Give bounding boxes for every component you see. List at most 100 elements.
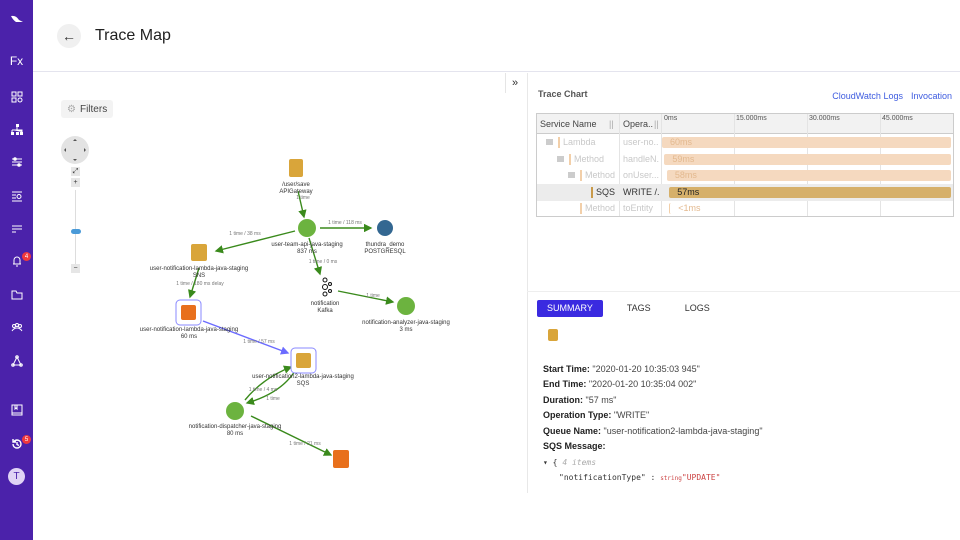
edge [308, 237, 322, 276]
span-bar[interactable]: <1ms [669, 203, 709, 215]
tab-logs[interactable]: LOGS [684, 303, 710, 313]
operation-name: WRITE /... [623, 186, 659, 197]
filters-icon[interactable] [0, 151, 33, 173]
zoom-slider-thumb[interactable] [71, 229, 81, 234]
filters-button[interactable]: ⚙Filters [61, 100, 114, 118]
span-bar[interactable]: 57ms [669, 186, 951, 198]
node-sublabel: POSTGRESQL [364, 249, 406, 255]
dashboard-icon[interactable] [0, 86, 33, 108]
invocation-link[interactable]: Invocation [910, 91, 952, 101]
node-lambda[interactable]: user-notification-lambda-java-staging60 … [140, 299, 238, 340]
edge [245, 370, 296, 406]
collapse-icon[interactable] [568, 172, 575, 179]
table-header: Service Name || Opera... || 0ms 15.000ms… [537, 114, 953, 134]
node-kinesis[interactable] [333, 450, 349, 468]
json-viewer[interactable]: ▾ { 4 items "notificationType" : string"… [543, 458, 721, 482]
tick-label: 45.000ms [882, 115, 913, 122]
sidebar: Fx 4 5 T [0, 0, 33, 540]
column-operation[interactable]: Opera... [623, 119, 653, 129]
field-operation-type: Operation Type: "WRITE" [543, 410, 650, 421]
collapse-icon[interactable] [546, 139, 553, 145]
filters-label: Filters [79, 103, 108, 115]
zoom-out-button[interactable]: − [71, 264, 80, 273]
spring-icon [397, 297, 415, 315]
node-sqs[interactable]: user-notification2-lambda-java-stagingSQ… [252, 347, 354, 387]
tab-summary[interactable]: SUMMARY [537, 300, 603, 317]
node-sublabel: APIGateway [279, 189, 312, 195]
edge-label: 1 time / 118 ms [328, 220, 362, 226]
apigateway-icon [289, 159, 303, 177]
bell-icon[interactable]: 4 [0, 250, 33, 272]
service-name: Method [585, 170, 616, 181]
kafka-icon [322, 277, 332, 297]
architecture-icon[interactable] [0, 119, 33, 141]
node-label: thundra_demo [366, 242, 405, 248]
panel-divider[interactable] [505, 73, 506, 93]
operation-name: user-no... [623, 137, 659, 147]
edge [244, 365, 293, 401]
column-service-name[interactable]: Service Name [540, 119, 597, 129]
arrow-left-icon: ← [62, 28, 76, 44]
tick-label: 30.000ms [809, 115, 840, 122]
list-icon[interactable] [0, 218, 33, 240]
field-start-time: Start Time: "2020-01-20 10:35:03 945" [543, 364, 700, 374]
trace-chart-table: Service Name || Opera... || 0ms 15.000ms… [536, 113, 954, 217]
edge-label: 1 time [366, 293, 380, 299]
collapse-icon[interactable] [557, 155, 564, 162]
trace-map-graph: 1 time 1 time / 118 ms 1 time / 38 ms 1 … [140, 159, 450, 468]
span-bar[interactable]: 60ms [662, 137, 951, 148]
node-sublabel: 80 ms [227, 431, 243, 437]
sqs-icon [548, 329, 558, 341]
spring-icon [226, 402, 244, 420]
functions-icon[interactable]: Fx [9, 54, 24, 68]
column-resize-handle[interactable]: || [609, 119, 614, 129]
search-list-icon[interactable] [0, 185, 33, 207]
edge [214, 230, 296, 254]
tick-label: 15.000ms [736, 115, 767, 122]
pan-control[interactable] [61, 136, 89, 164]
node-sublabel: 3 ms [399, 327, 412, 333]
avatar[interactable]: T [8, 468, 25, 485]
span-bar[interactable]: 59ms [664, 153, 951, 165]
node-sublabel: Kafka [317, 308, 333, 314]
span-bar[interactable]: 58ms [666, 170, 951, 182]
edge [188, 267, 200, 299]
tab-tags[interactable]: TAGS [626, 303, 651, 313]
service-color-marker [591, 186, 593, 198]
triangle-nodes-icon[interactable] [0, 350, 33, 372]
history-icon[interactable]: 5 [0, 433, 33, 455]
collapse-caret-icon[interactable]: ▾ [543, 458, 548, 467]
book-icon[interactable] [0, 399, 33, 421]
service-color-marker [558, 137, 560, 148]
column-resize-handle[interactable]: || [654, 119, 659, 129]
edge-label: 1 time / 38 ms [229, 231, 261, 237]
expand-panel-button[interactable]: » [512, 77, 519, 89]
zoom-slider-track[interactable] [75, 190, 76, 265]
node-label: user-team-api-java-staging [271, 242, 342, 248]
right-panel [527, 73, 960, 493]
node-label: user-notification-lambda-java-staging [150, 266, 248, 272]
node-label: notification-dispatcher-java-staging [189, 424, 282, 430]
cloudwatch-logs-link[interactable]: CloudWatch Logs [832, 91, 903, 101]
back-button[interactable]: ← [57, 24, 81, 48]
field-queue-name: Queue Name: "user-notification2-lambda-j… [543, 425, 763, 436]
zoom-in-button[interactable]: + [71, 178, 80, 187]
postgres-icon [377, 220, 393, 236]
folder-icon[interactable] [0, 284, 33, 306]
team-icon[interactable] [0, 317, 33, 339]
fit-icon[interactable]: ⤢ [71, 167, 80, 176]
logo-icon[interactable] [0, 8, 33, 30]
edge-label: 1 time / 0 ms [309, 259, 338, 265]
